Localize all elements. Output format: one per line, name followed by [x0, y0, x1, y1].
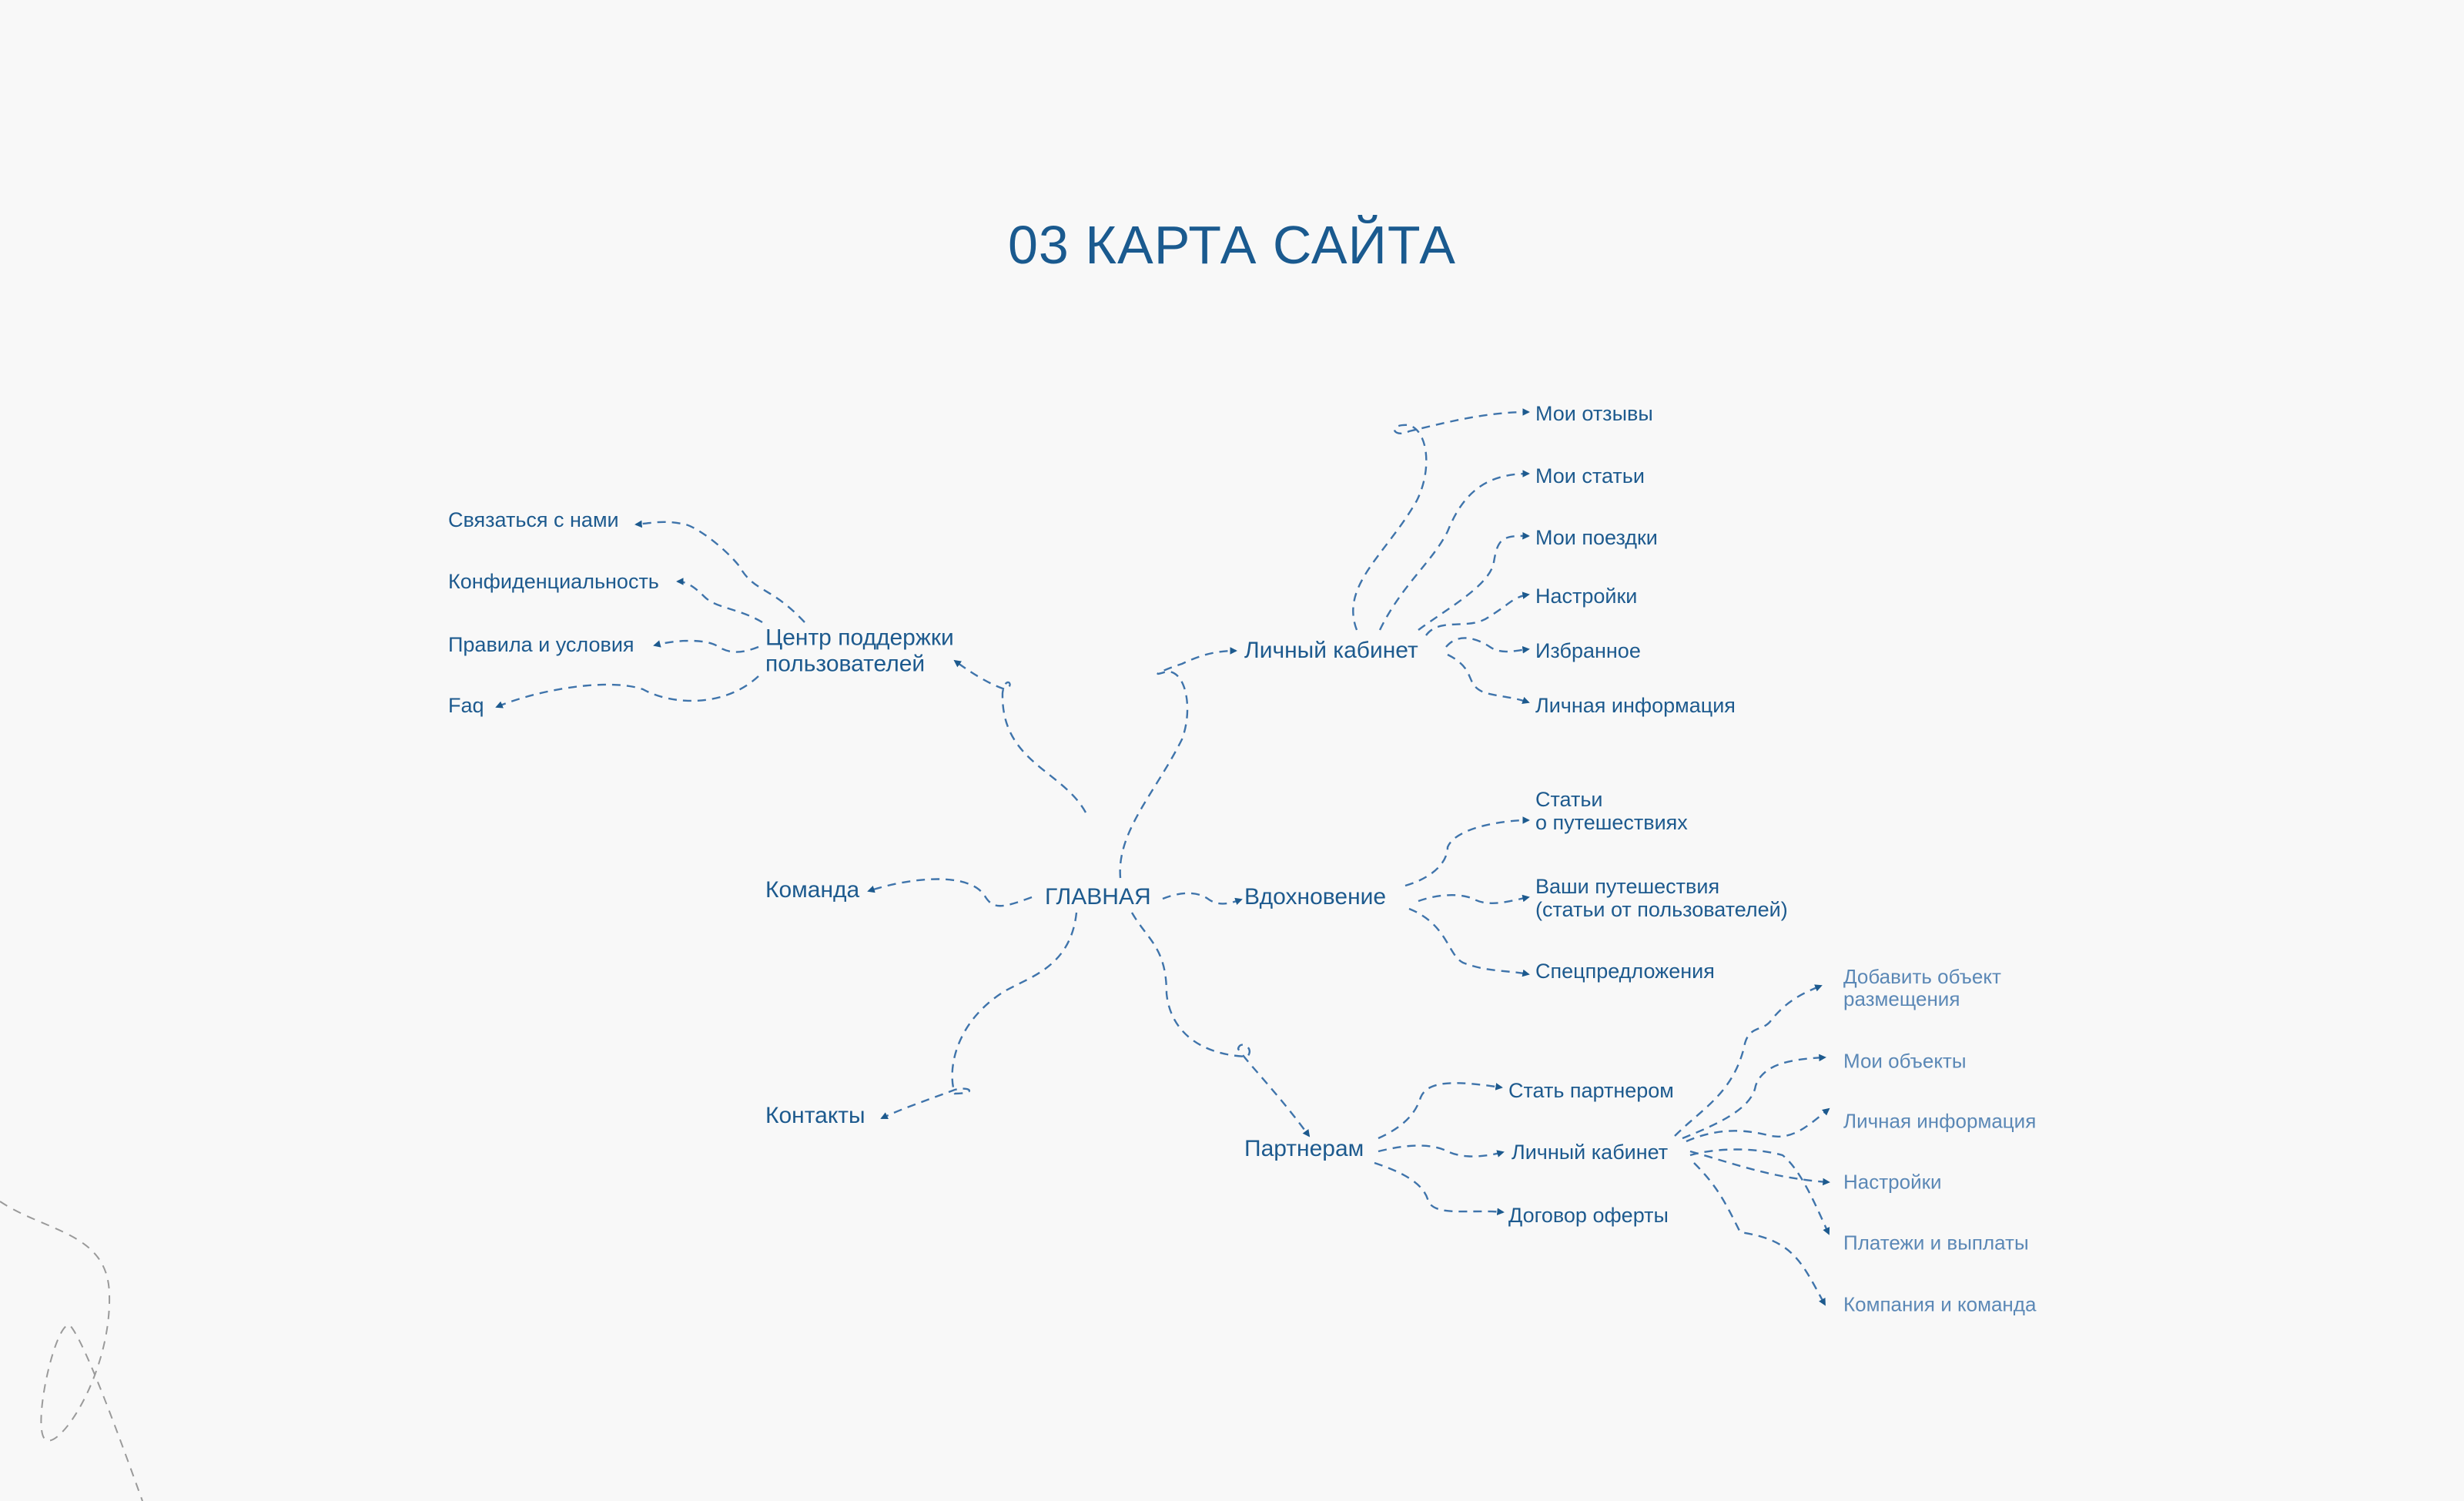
connector-support-rules [653, 639, 759, 653]
node-partners-cabinet[interactable]: Личный кабинет [1512, 1140, 1669, 1164]
connector-cabinet-trips [1418, 531, 1530, 631]
node-cabinet-info[interactable]: Личная информация [1535, 693, 1736, 717]
node-contacts[interactable]: Контакты [765, 1103, 865, 1129]
node-support-center[interactable]: Центр поддержки пользователей [765, 625, 954, 676]
node-pcab-objects[interactable]: Мои объекты [1843, 1049, 1967, 1073]
node-partners[interactable]: Партнерам [1244, 1136, 1364, 1162]
connector-pcab-company [1693, 1162, 1826, 1306]
connector-pcab-objects [1682, 1054, 1826, 1140]
node-inspiration-articles[interactable]: Статьи о путешествиях [1535, 788, 1688, 834]
connector-root-inspiration [1162, 892, 1243, 905]
connector-root-support [953, 659, 1087, 813]
node-partners-offer[interactable]: Договор оферты [1508, 1203, 1669, 1227]
label-line1: Ваши путешествия [1535, 874, 1720, 898]
connector-cabinet-reviews [1352, 408, 1530, 631]
node-root[interactable]: ГЛАВНАЯ [1045, 884, 1151, 910]
label-line2: размещения [1843, 987, 1960, 1010]
connector-partners-offer [1374, 1161, 1505, 1216]
node-pcab-add-object[interactable]: Добавить объект размещения [1843, 964, 2001, 1010]
connector-pcab-info [1686, 1107, 1830, 1143]
support-label-line1: Центр поддержки [765, 625, 954, 651]
node-partners-become[interactable]: Стать партнером [1508, 1078, 1674, 1102]
node-cabinet-articles[interactable]: Мои статьи [1535, 464, 1645, 487]
label-line1: Статьи [1535, 787, 1603, 811]
node-cabinet-trips[interactable]: Мои поездки [1535, 525, 1658, 549]
node-inspiration-special[interactable]: Спецпредложения [1535, 959, 1715, 983]
node-inspiration-yours[interactable]: Ваши путешествия (статьи от пользователе… [1535, 875, 1788, 921]
node-pcab-info[interactable]: Личная информация [1843, 1109, 2037, 1133]
connector-support-faq [495, 675, 759, 709]
connector-pcab-settings [1689, 1150, 1830, 1186]
connector-partners-cabinet [1378, 1144, 1505, 1158]
connector-root-contacts [880, 912, 1078, 1120]
connector-root-cabinet [1119, 647, 1237, 879]
connector-cabinet-settings [1425, 591, 1530, 636]
connector-cabinet-favorites [1445, 637, 1530, 654]
node-cabinet-favorites[interactable]: Избранное [1535, 638, 1641, 662]
connector-partners-become [1378, 1082, 1503, 1140]
connector-inspiration-articles [1404, 816, 1530, 887]
decorative-line [0, 1201, 143, 1501]
node-support-privacy[interactable]: Конфиденциальность [448, 569, 659, 593]
connector-support-privacy [676, 578, 763, 624]
node-pcab-payments[interactable]: Платежи и выплаты [1843, 1231, 2029, 1255]
page-title: 03 КАРТА САЙТА [1007, 215, 1457, 275]
node-team[interactable]: Команда [765, 877, 860, 903]
node-cabinet-settings[interactable]: Настройки [1535, 584, 1638, 608]
node-inspiration[interactable]: Вдохновение [1244, 884, 1387, 910]
connector-root-partners [1130, 912, 1311, 1137]
node-support-faq[interactable]: Faq [448, 693, 484, 717]
node-pcab-company[interactable]: Компания и команда [1843, 1292, 2037, 1316]
node-support-contact[interactable]: Связаться с нами [448, 508, 619, 531]
connector-support-contact [634, 520, 805, 623]
connector-pcab-add [1674, 984, 1823, 1137]
node-cabinet[interactable]: Личный кабинет [1244, 638, 1418, 664]
connector-inspiration-special [1408, 907, 1530, 977]
label-line1: Добавить объект [1843, 964, 2001, 988]
label-line2: о путешествиях [1535, 811, 1688, 834]
node-pcab-settings[interactable]: Настройки [1843, 1170, 1942, 1194]
support-label-line2: пользователей [765, 651, 926, 676]
label-line2: (статьи от пользователей) [1535, 898, 1788, 921]
connector-inspiration-yours [1418, 894, 1530, 904]
connector-root-team [867, 878, 1033, 907]
node-cabinet-reviews[interactable]: Мои отзывы [1535, 401, 1653, 425]
node-support-rules[interactable]: Правила и условия [448, 632, 634, 656]
connector-cabinet-articles [1378, 470, 1530, 631]
connector-cabinet-info [1447, 653, 1530, 704]
connector-pcab-payments [1689, 1148, 1830, 1235]
